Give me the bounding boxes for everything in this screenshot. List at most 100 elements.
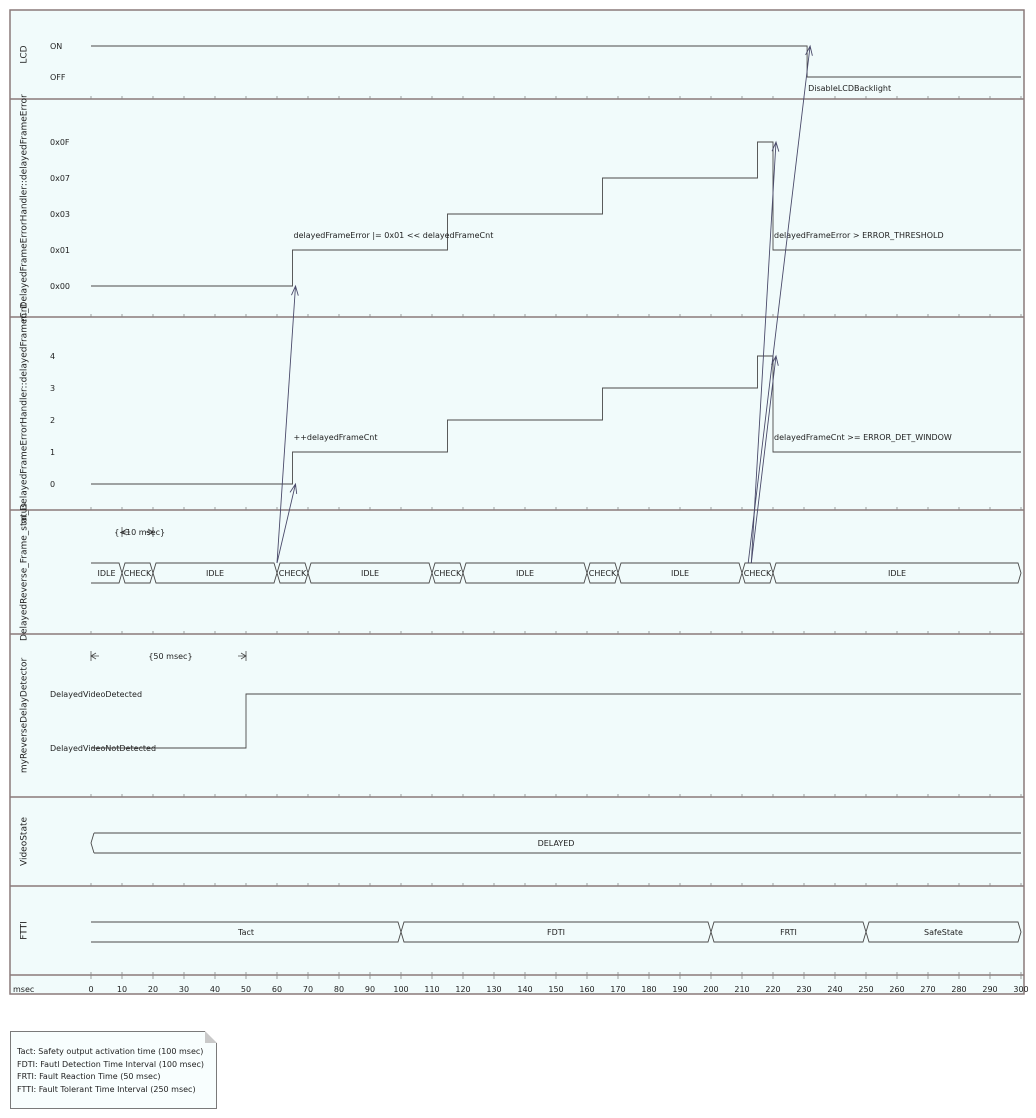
duration-arrows <box>90 652 247 660</box>
level-label: 3 <box>50 384 55 393</box>
axis-tick-label: 50 <box>241 985 251 994</box>
lane-videostate: VideoState DELAYED <box>20 817 1022 886</box>
axis-tick-label: 60 <box>272 985 282 994</box>
messages <box>276 44 813 564</box>
note-line-frti: FRTI: Fault Reaction Time (50 msec) <box>17 1072 161 1081</box>
lane-name: m_DelayedFrameErrorHandler::delayedFrame… <box>20 303 30 525</box>
level-label: 0x0F <box>50 138 70 147</box>
diagram-frame <box>9 9 1025 995</box>
axis-tick-label: 250 <box>858 985 873 994</box>
value-label: CHECK <box>744 569 772 578</box>
note-line-ftti: FTTI: Fault Tolerant Time Interval (250 … <box>17 1084 196 1094</box>
note-fold-corner <box>205 1031 217 1043</box>
message-arrow <box>276 482 298 564</box>
value-label: CHECK <box>589 569 617 578</box>
axis-tick-label: 80 <box>334 985 344 994</box>
state-annotation: delayedFrameError > ERROR_THRESHOLD <box>774 231 944 240</box>
lanes-background <box>9 9 1025 995</box>
axis-tick-label: 30 <box>179 985 189 994</box>
note-line-fdti: FDTI: Fautl Detection Time Interval (100… <box>17 1059 205 1069</box>
axis-tick-label: 210 <box>734 985 749 994</box>
axis-tick-label: 170 <box>610 985 625 994</box>
axis-tick-label: 100 <box>393 985 408 994</box>
axis-tick-label: 270 <box>920 985 935 994</box>
value-label: IDLE <box>516 569 534 578</box>
value-label: CHECK <box>124 569 152 578</box>
state-annotation: delayedFrameCnt >= ERROR_DET_WINDOW <box>774 433 952 442</box>
axis-tick-label: 150 <box>548 985 563 994</box>
axis-tick-label: 20 <box>148 985 158 994</box>
level-label: 2 <box>50 416 55 425</box>
value-segment <box>772 562 1022 584</box>
level-label: 0x07 <box>50 174 70 183</box>
level-label: DelayedVideoDetected <box>50 690 142 699</box>
axis-tick-label: 260 <box>889 985 904 994</box>
state-annotation: delayedFrameError |= 0x01 << delayedFram… <box>294 231 494 240</box>
axis-unit-label: msec <box>13 985 34 994</box>
lane-detector: myReverseDelayDetector DelayedVideoDetect… <box>20 651 1022 797</box>
duration-label: {<10 msec} <box>114 528 165 537</box>
lane-name: VideoState <box>20 817 30 867</box>
value-label: IDLE <box>361 569 379 578</box>
level-label: 0x03 <box>50 210 70 219</box>
level-label: DelayedVideoNotDetected <box>50 744 156 753</box>
state-line <box>91 141 1021 287</box>
value-label: IDLE <box>97 569 115 578</box>
message-arrow <box>750 354 779 564</box>
axis-tick-label: 280 <box>951 985 966 994</box>
level-label: 0x01 <box>50 246 70 255</box>
message-arrow <box>276 284 299 564</box>
duration-label: {50 msec} <box>148 652 192 661</box>
lane-name: myReverseDelayDetector <box>20 658 30 774</box>
value-label: FDTI <box>547 928 565 937</box>
duration-arrows <box>121 528 154 536</box>
value-label: IDLE <box>206 569 224 578</box>
message-arrow <box>750 140 780 564</box>
level-label: 0x00 <box>50 282 70 291</box>
lane-name: LCD <box>20 45 30 63</box>
value-segment <box>90 832 1021 854</box>
lane-dfe: m_DelayedFrameErrorHandler::delayedFrame… <box>20 94 1022 322</box>
axis-tick-label: 230 <box>796 985 811 994</box>
value-label: CHECK <box>279 569 307 578</box>
value-label: FRTI <box>780 928 797 937</box>
lane-name: FTTI <box>20 921 30 940</box>
lane-dfc: m_DelayedFrameErrorHandler::delayedFrame… <box>20 303 1022 525</box>
level-label: ON <box>50 42 62 51</box>
lane-name: DelayedReverse_Frame_status <box>20 503 30 641</box>
axis-tick-label: 200 <box>703 985 718 994</box>
value-label: IDLE <box>888 569 906 578</box>
note-line-tact: Tact: Safety output activation time (100… <box>17 1047 204 1056</box>
axis-tick-label: 120 <box>455 985 470 994</box>
state-line <box>91 355 1021 485</box>
lane-ftti: FTTI Tact FDTI FRTI SafeState <box>20 921 1022 975</box>
axis-tick-label: 110 <box>424 985 439 994</box>
axis-tick-label: 140 <box>517 985 532 994</box>
value-label: CHECK <box>434 569 462 578</box>
value-label: Tact <box>237 928 254 937</box>
axis-tick-label: 220 <box>765 985 780 994</box>
axis-tick-label: 70 <box>303 985 313 994</box>
message-arrow <box>747 44 813 564</box>
axis-tick-label: 160 <box>579 985 594 994</box>
axis-tick-label: 180 <box>641 985 656 994</box>
level-label: 1 <box>50 448 55 457</box>
state-annotation: DisableLCDBacklight <box>808 84 891 93</box>
lane-name: m_DelayedFrameErrorHandler::delayedFrame… <box>20 94 30 322</box>
axis-tick-label: 240 <box>827 985 842 994</box>
state-line <box>91 693 1021 749</box>
axis-tick-label: 0 <box>88 985 93 994</box>
level-label: 0 <box>50 480 55 489</box>
value-label: IDLE <box>671 569 689 578</box>
legend-note: Tact: Safety output activation time (100… <box>10 1031 217 1109</box>
value-label: SafeState <box>924 928 963 937</box>
axis-tick-label: 130 <box>486 985 501 994</box>
lane-frame_status: DelayedReverse_Frame_status IDLE CHECK IDLE… <box>20 503 1022 641</box>
level-label: 4 <box>50 352 55 361</box>
axis-tick-label: 290 <box>982 985 997 994</box>
value-label: DELAYED <box>538 839 575 848</box>
state-annotation: ++delayedFrameCnt <box>294 433 378 442</box>
